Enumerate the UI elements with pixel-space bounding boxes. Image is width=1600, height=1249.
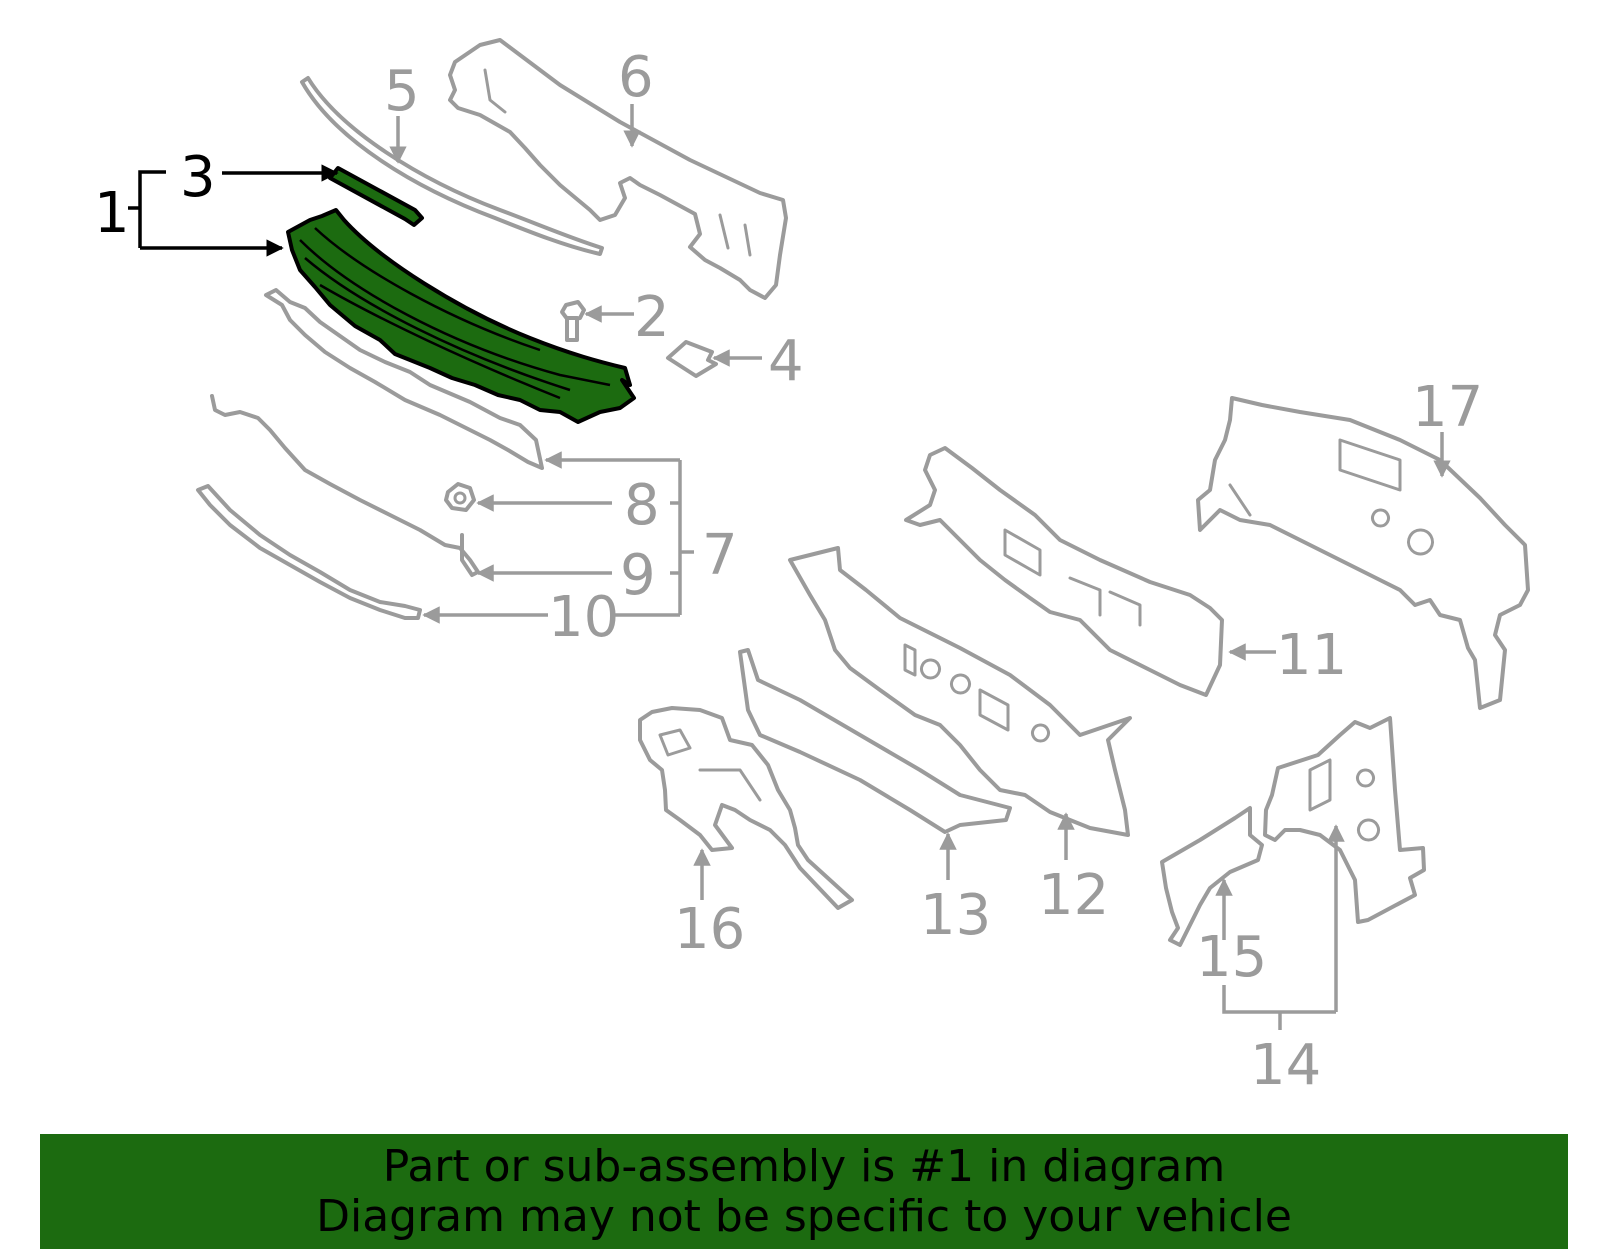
callout-2: 2 [634,285,670,350]
callout-17: 17 [1412,375,1483,440]
callout-11: 11 [1276,623,1347,688]
part-11-reinforcement [904,446,1224,697]
part-14-side-panel [1263,716,1426,924]
part-2-bolt [560,300,586,342]
callout-6: 6 [618,45,654,110]
callout-9: 9 [620,543,656,608]
part-6-upper-cowl [448,38,788,300]
part-16-side-bracket [638,706,854,910]
callout-8: 8 [624,473,660,538]
part-11-detail [1003,528,1142,627]
part-4-clip [666,340,718,378]
callout-5: 5 [384,59,420,124]
part-12-detail [903,643,1050,743]
part-13-lower-bar [738,648,1012,834]
info-banner: Part or sub-assembly is #1 in diagram Di… [40,1134,1568,1249]
part-10-seal [196,484,422,620]
banner-line-1: Part or sub-assembly is #1 in diagram [382,1140,1226,1192]
callout-7: 7 [702,523,738,588]
part-15-wheelhouse [1160,806,1264,947]
part-7-cowl-lower [264,288,544,470]
part-1-detail [299,227,611,400]
callout-4: 4 [768,329,804,394]
callout-16: 16 [674,897,745,962]
banner-line-2: Diagram may not be specific to your vehi… [316,1190,1292,1242]
leader-14-bracket [1222,985,1336,1030]
callout-12: 12 [1038,863,1109,928]
part-5-seal [300,76,604,256]
callout-14: 14 [1250,1033,1321,1098]
part-17-dash-panel [1196,396,1530,710]
leader-7-bracket [678,460,694,615]
callout-13: 13 [920,883,991,948]
part-6-detail [483,68,752,257]
part-8-nut [444,482,476,512]
callout-3: 3 [180,145,216,210]
part-1-cowl-panel-highlighted [286,208,636,424]
part-16-detail [658,728,762,802]
part-14-detail [1308,758,1380,842]
callout-1: 1 [94,181,130,246]
callout-15: 15 [1196,925,1267,990]
callout-10: 10 [548,585,619,650]
part-17-detail [1228,438,1434,556]
leader-1-bracket [128,170,166,248]
part-9-bracket [210,394,480,577]
